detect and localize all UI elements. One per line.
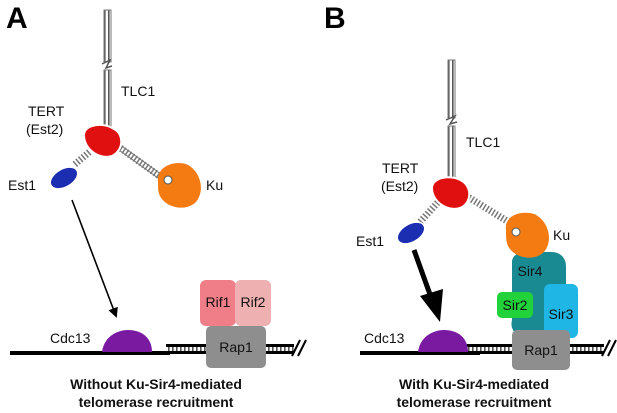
est1-protein-a	[49, 166, 79, 190]
ku-label-b: Ku	[553, 227, 570, 243]
rap1-box-b	[512, 330, 570, 370]
rif2-label: Rif2	[241, 294, 266, 310]
caption-a-line2: telomerase recruitment	[79, 394, 234, 410]
cdc13-label-a: Cdc13	[50, 330, 91, 346]
est1-protein-b	[396, 221, 426, 245]
panel-a: A TLC1 TERT (Est2) Est1 Ku	[6, 2, 307, 410]
caption-b-line2: telomerase recruitment	[397, 394, 552, 410]
est1-label-a: Est1	[8, 177, 36, 193]
sir3-protein	[544, 284, 578, 338]
rap1-box-a	[206, 326, 266, 368]
panel-a-letter: A	[6, 2, 28, 35]
recruitment-arrow-b	[411, 249, 435, 301]
tlc1-label-b: TLC1	[466, 134, 500, 150]
tert-label-b: TERT	[382, 160, 419, 176]
cdc13-protein-b	[418, 330, 468, 352]
panel-b-letter: B	[324, 2, 346, 35]
panel-b: B TLC1 TERT (Est2) Est1 Sir4 Sir3 Si	[324, 2, 617, 410]
tert-protein-b	[430, 176, 471, 210]
rap1-label-b: Rap1	[524, 342, 558, 358]
rif1-box	[200, 280, 236, 326]
sir3-label: Sir3	[549, 306, 574, 322]
sir4-label: Sir4	[518, 263, 543, 279]
sir2-protein	[497, 292, 533, 318]
rif2-box	[235, 280, 271, 326]
ku-protein-a	[157, 162, 201, 208]
caption-b-line1: With Ku-Sir4-mediated	[399, 376, 549, 392]
tert-protein-a	[82, 123, 123, 158]
cdc13-label-b: Cdc13	[364, 330, 405, 346]
cdc13-protein-a	[102, 330, 152, 352]
rif1-label: Rif1	[206, 294, 231, 310]
sir2-label: Sir2	[503, 297, 528, 313]
tlc1-label-a: TLC1	[121, 83, 155, 99]
est2-label-b: (Est2)	[381, 178, 418, 194]
recruitment-arrowhead-b	[420, 289, 443, 322]
est1-label-b: Est1	[356, 233, 384, 249]
recruitment-arrow-a	[71, 199, 118, 318]
tert-label-a: TERT	[28, 103, 65, 119]
rap1-label-a: Rap1	[219, 339, 253, 355]
caption-a-line1: Without Ku-Sir4-mediated	[70, 376, 242, 392]
est2-label-a: (Est2)	[26, 121, 63, 137]
ku-label-a: Ku	[206, 177, 223, 193]
ku-protein-b	[505, 212, 549, 258]
